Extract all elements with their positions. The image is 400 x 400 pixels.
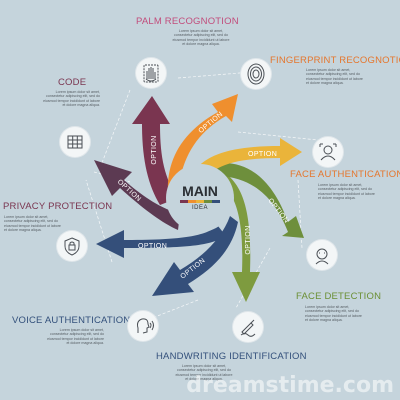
hand-pen-icon [233,312,263,342]
arrow-privacy: OPTION [96,226,226,258]
arrow-face-auth: OPTION [188,138,302,186]
keypad-icon [60,127,90,157]
arrow-palm: OPTION [132,96,178,205]
arrow-handwriting: OPTION [214,168,260,302]
desc-face-auth: Lorem ipsum dolor sit amet,consectetur a… [318,183,375,200]
option-label-face-auth: OPTION [248,151,277,158]
desc-fingerprint: Lorem ipsum dolor sit amet,consectetur a… [306,68,363,85]
option-label-code: OPTION [116,178,142,203]
fingerprint-icon [241,59,271,89]
title-handwriting: HANDWRITING IDENTIFICATION [156,351,307,362]
desc-palm: Lorem ipsum dolor sit amet,consectetur a… [172,29,230,46]
option-label-privacy: OPTION [138,243,167,250]
option-label-handwriting: OPTION [245,225,252,254]
desc-face-detect: Lorem ipsum dolor sit amet,consectetur a… [305,305,362,322]
desc-voice: Lorem ipsum dolor sit amet,consectetur a… [47,328,104,345]
shield-lock-icon [57,231,87,261]
title-code: CODE [58,77,87,88]
title-face-detect: FACE DETECTION [296,291,382,302]
center-color-bar [180,200,220,203]
desc-handwriting: Lorem ipsum dolor sit amet,consectetur a… [175,364,233,381]
center-hub [166,164,234,232]
title-palm: PALM RECOGNOTION [136,16,239,27]
face-scan-icon [313,137,343,167]
center-sub-label: IDEA [191,205,208,211]
palm-scan-icon [136,58,166,88]
desc-code: Lorem ipsum dolor sit amet,consectetur a… [43,90,100,107]
face-id-icon [307,240,337,270]
voice-head-icon [128,311,158,341]
title-face-auth: FACE AUTHENTICATION [290,169,400,180]
option-label-palm: OPTION [151,135,158,164]
title-voice: VOICE AUTHENTICATION [12,315,131,326]
desc-privacy: Lorem ipsum dolor sit amet,consectetur a… [4,215,61,232]
title-privacy: PRIVACY PROTECTION [3,201,113,212]
watermark: dreamstime.com [186,373,394,398]
center-main-label: MAIN [182,183,218,199]
title-fingerprint: FINGERPRINT RECOGNOTION [270,55,400,66]
